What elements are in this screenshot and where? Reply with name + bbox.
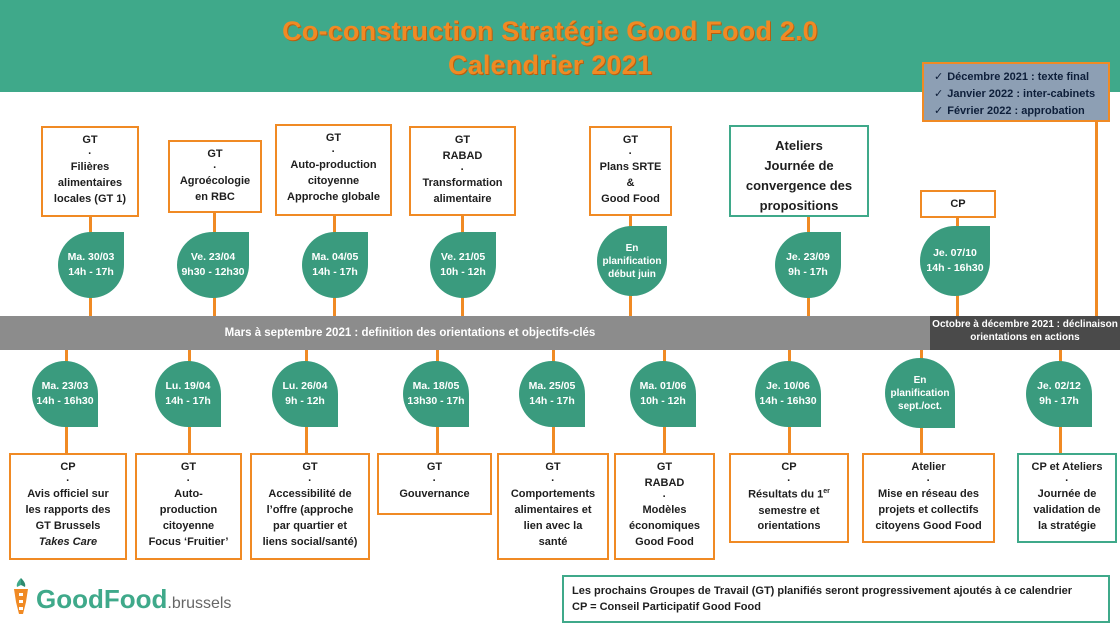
event-box-cp-ateliers-validation: CP et Ateliers · Journée de validation d…	[1017, 453, 1117, 543]
connector-line	[956, 292, 959, 316]
connector-line	[1095, 122, 1098, 316]
check-icon: ✓	[934, 105, 944, 117]
title-line-2: Calendrier 2021	[447, 50, 653, 80]
connector-line	[629, 216, 632, 234]
date-leaf: Je. 07/10 14h - 16h30	[920, 226, 990, 296]
connector-line	[461, 292, 464, 316]
event-box-cp-avis: CP · Avis officiel sur les rapports des …	[9, 453, 127, 560]
event-box-gt-rabad-modeles: GT RABAD · Modèles économiques Good Food	[614, 453, 715, 560]
event-box-ateliers-convergence: Ateliers Journée de convergence des prop…	[729, 125, 869, 217]
connector-line	[788, 350, 791, 364]
event-box-gt-comportements: GT · Comportements alimentaires et lien …	[497, 453, 609, 560]
connector-line	[213, 292, 216, 316]
date-leaf: Je. 23/09 9h - 17h	[775, 232, 841, 298]
connector-line	[436, 350, 439, 364]
check-icon: ✓	[934, 71, 944, 83]
timeline-final-segment	[930, 316, 1120, 350]
connector-line	[305, 424, 308, 454]
connector-line	[188, 350, 191, 364]
date-leaf: Je. 10/06 14h - 16h30	[755, 361, 821, 427]
footnote-box: Les prochains Groupes de Travail (GT) pl…	[562, 575, 1110, 623]
event-box-atelier-reseau: Atelier · Mise en réseau des projets et …	[862, 453, 995, 543]
connector-line	[552, 424, 555, 454]
connector-line	[213, 213, 216, 234]
connector-line	[663, 424, 666, 454]
timeline-label-end: Octobre à décembre 2021 : déclinaison or…	[932, 319, 1118, 343]
superscript-line: Résultats du 1er	[748, 487, 830, 501]
connector-line	[89, 292, 92, 316]
date-leaf: Ma. 23/03 14h - 16h30	[32, 361, 98, 427]
event-box-gt-filieres: GT · Filières alimentaires locales (GT 1…	[41, 126, 139, 217]
date-leaf: Ma. 30/03 14h - 17h	[58, 232, 124, 298]
date-leaf: Lu. 19/04 14h - 17h	[155, 361, 221, 427]
deadline-item: ✓Février 2022 : approbation	[934, 105, 1085, 117]
date-leaf: Ma. 25/05 14h - 17h	[519, 361, 585, 427]
connector-line	[629, 292, 632, 316]
event-box-cp-resultats: CP · Résultats du 1er semestre et orient…	[729, 453, 849, 543]
event-box-gt-gouvernance: GT · Gouvernance	[377, 453, 492, 515]
event-box-gt-autoproduction-fruitier: GT · Auto- production citoyenne Focus ‘F…	[135, 453, 242, 560]
connector-line	[305, 350, 308, 364]
check-icon: ✓	[934, 88, 944, 100]
date-leaf: Ma. 01/06 10h - 12h	[630, 361, 696, 427]
connector-line	[788, 424, 791, 454]
goodfood-logo: GoodFood.brussels	[10, 576, 270, 616]
carrot-icon	[14, 578, 28, 614]
connector-line	[920, 350, 923, 364]
connector-line	[333, 216, 336, 234]
event-box-gt-plans-srte: GT · Plans SRTE & Good Food	[589, 126, 672, 216]
event-box-cp-october: CP	[920, 190, 996, 218]
connector-line	[1059, 350, 1062, 364]
deadline-item: ✓Janvier 2022 : inter-cabinets	[934, 88, 1096, 100]
date-leaf: Lu. 26/04 9h - 12h	[272, 361, 338, 427]
connector-line	[663, 350, 666, 364]
connector-line	[65, 350, 68, 364]
event-box-gt-autoproduction: GT · Auto-production citoyenne Approche …	[275, 124, 392, 216]
connector-line	[807, 292, 810, 316]
connector-line	[807, 217, 810, 234]
connector-line	[65, 424, 68, 454]
event-box-gt-accessibilite: GT · Accessibilité de l’offre (approche …	[250, 453, 370, 560]
connector-line	[333, 292, 336, 316]
connector-line	[920, 424, 923, 454]
planning-leaf: En planification sept./oct.	[885, 358, 955, 428]
date-leaf: Ma. 04/05 14h - 17h	[302, 232, 368, 298]
title-line-1: Co-construction Stratégie Good Food 2.0	[282, 16, 818, 46]
connector-line	[1059, 424, 1062, 454]
connector-line	[461, 216, 464, 234]
deadline-item: ✓Décembre 2021 : texte final	[934, 71, 1090, 83]
date-leaf: Ve. 23/04 9h30 - 12h30	[177, 232, 249, 298]
logo-wordmark: GoodFood.brussels	[36, 584, 232, 614]
connector-line	[552, 350, 555, 364]
date-leaf: Ma. 18/05 13h30 - 17h	[403, 361, 469, 427]
connector-line	[188, 424, 191, 454]
connector-line	[436, 424, 439, 454]
event-box-gt-agroecologie: GT · Agroécologie en RBC	[168, 140, 262, 213]
timeline-label-main: Mars à septembre 2021 : definition des o…	[224, 327, 596, 339]
deadlines-box: ✓Décembre 2021 : texte final ✓Janvier 20…	[922, 62, 1110, 122]
planning-leaf: En planification début juin	[597, 226, 667, 296]
event-box-gt-rabad-transformation: GT RABAD · Transformation alimentaire	[409, 126, 516, 216]
date-leaf: Ve. 21/05 10h - 12h	[430, 232, 496, 298]
date-leaf: Je. 02/12 9h - 17h	[1026, 361, 1092, 427]
connector-line	[89, 217, 92, 234]
